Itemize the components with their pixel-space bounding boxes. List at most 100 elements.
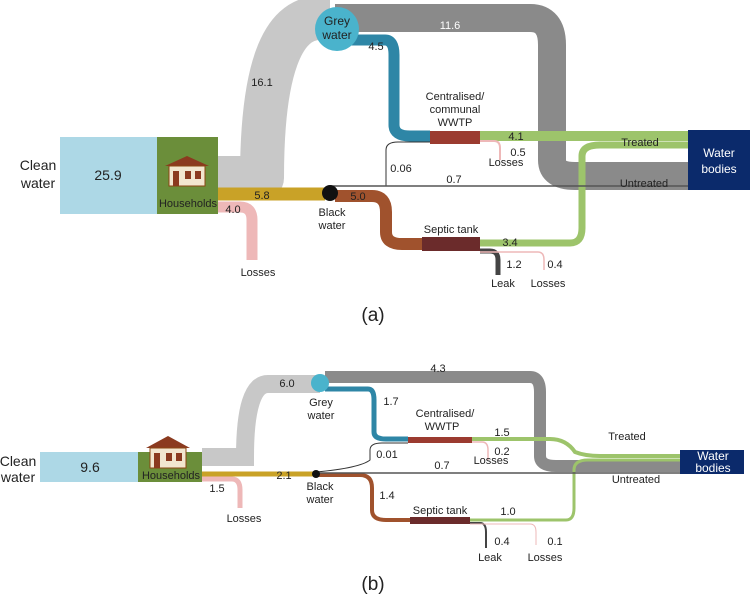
flow-households-losses bbox=[202, 476, 243, 508]
treated-label: Treated bbox=[608, 431, 646, 443]
clean-water-value: 25.9 bbox=[94, 167, 121, 183]
wwtp-label-2: WWTP bbox=[425, 421, 460, 433]
clean-water-node bbox=[40, 452, 138, 482]
flow-black-water-to-septic bbox=[318, 473, 410, 522]
value-wwtp-to-treated: 1.5 bbox=[494, 427, 509, 439]
wwtp-label-2: communal bbox=[430, 104, 481, 116]
panel-a-caption: (a) bbox=[361, 305, 384, 326]
losses-wwtp-label: Losses bbox=[489, 157, 524, 169]
flow-wwtp-losses bbox=[480, 140, 501, 160]
panel-b-caption: (b) bbox=[361, 574, 384, 595]
flow-wwtp-losses bbox=[472, 441, 489, 460]
flow-septic-to-treated bbox=[480, 141, 690, 247]
wwtp-node bbox=[430, 131, 480, 144]
treated-label: Treated bbox=[621, 137, 659, 149]
value-hh-to-black: 2.1 bbox=[276, 470, 291, 482]
value-black-to-septic: 1.4 bbox=[379, 490, 394, 502]
value-black-to-wwtp: 0.01 bbox=[376, 449, 397, 461]
flow-septic-losses bbox=[480, 251, 545, 270]
flow-septic-leak bbox=[470, 522, 487, 548]
value-hh-to-grey: 16.1 bbox=[251, 77, 272, 89]
septic-tank-label: Septic tank bbox=[424, 224, 479, 236]
black-water-label-2: water bbox=[306, 494, 334, 506]
value-grey-untreated: 11.6 bbox=[440, 20, 461, 32]
flow-black-water-to-wwtp bbox=[329, 141, 430, 192]
value-grey-untreated: 4.3 bbox=[430, 363, 445, 375]
flow-black-water-to-wwtp bbox=[315, 442, 408, 473]
black-water-label-1: Black bbox=[307, 481, 334, 493]
flow-septic-losses bbox=[470, 523, 537, 545]
water-bodies-label-1: Water bbox=[703, 146, 735, 160]
value-black-untreated: 0.7 bbox=[434, 460, 449, 472]
households-label: Households bbox=[142, 470, 201, 482]
grey-water-label-2: water bbox=[321, 28, 351, 42]
losses-septic-label: Losses bbox=[528, 552, 563, 564]
wwtp-label-3: WWTP bbox=[438, 117, 473, 129]
value-wwtp-losses: 0.2 bbox=[494, 446, 509, 458]
value-wwtp-losses: 0.5 bbox=[510, 147, 525, 159]
house-icon bbox=[165, 156, 209, 187]
clean-water-label-1: Clean bbox=[20, 157, 57, 173]
water-bodies-node bbox=[680, 450, 744, 474]
grey-water-node bbox=[315, 7, 359, 51]
flow-households-to-grey-water bbox=[218, 0, 342, 200]
value-grey-to-wwtp: 1.7 bbox=[383, 396, 398, 408]
value-hh-losses: 4.0 bbox=[225, 204, 240, 216]
flow-grey-water-to-wwtp bbox=[325, 386, 408, 442]
value-septic-to-treated: 1.0 bbox=[500, 506, 515, 518]
black-water-node bbox=[312, 470, 320, 478]
panel-b: Clean water 9.6 Households Grey water Bl… bbox=[0, 363, 744, 595]
water-bodies-node bbox=[688, 130, 750, 190]
value-black-to-wwtp: 0.06 bbox=[390, 163, 411, 175]
value-septic-leak: 0.4 bbox=[494, 536, 509, 548]
value-hh-to-grey: 6.0 bbox=[279, 378, 294, 390]
households-label: Households bbox=[159, 198, 218, 210]
leak-label: Leak bbox=[478, 552, 502, 564]
value-black-to-septic: 5.0 bbox=[350, 191, 365, 203]
water-bodies-label-2: bodies bbox=[695, 461, 730, 475]
clean-water-label-2: water bbox=[20, 175, 56, 191]
value-septic-to-treated: 3.4 bbox=[502, 237, 517, 249]
grey-water-label-2: water bbox=[307, 410, 335, 422]
grey-water-label-1: Grey bbox=[324, 14, 350, 28]
water-bodies-label-1: Water bbox=[697, 449, 729, 463]
wwtp-label-1: Centralised/ bbox=[426, 91, 486, 103]
leak-label: Leak bbox=[491, 278, 515, 290]
septic-tank-label: Septic tank bbox=[413, 505, 468, 517]
flow-households-losses bbox=[218, 201, 258, 260]
septic-tank-node bbox=[422, 237, 480, 251]
clean-water-value: 9.6 bbox=[80, 459, 100, 475]
black-water-node bbox=[322, 185, 338, 201]
value-grey-to-wwtp: 4.5 bbox=[368, 41, 383, 53]
grey-water-label-1: Grey bbox=[309, 397, 333, 409]
value-hh-to-black: 5.8 bbox=[254, 190, 269, 202]
value-septic-losses: 0.4 bbox=[547, 259, 562, 271]
water-bodies-label-2: bodies bbox=[701, 162, 736, 176]
flow-grey-water-untreated bbox=[335, 4, 690, 190]
septic-tank-node bbox=[410, 517, 470, 524]
flow-wwtp-to-treated bbox=[472, 437, 680, 458]
losses-households-label: Losses bbox=[241, 267, 276, 279]
value-black-untreated: 0.7 bbox=[446, 174, 461, 186]
value-hh-losses: 1.5 bbox=[209, 483, 224, 495]
wwtp-label-1: Centralised/ bbox=[416, 408, 476, 420]
black-water-label-1: Black bbox=[319, 207, 346, 219]
panel-a: Clean water 25.9 Households Grey water B… bbox=[20, 0, 750, 326]
untreated-label: Untreated bbox=[620, 178, 668, 190]
flow-black-water-to-septic bbox=[335, 190, 422, 250]
losses-households-label: Losses bbox=[227, 513, 262, 525]
flow-septic-leak bbox=[480, 248, 501, 275]
losses-wwtp-label: Losses bbox=[474, 455, 509, 467]
wwtp-node bbox=[408, 437, 472, 443]
flow-households-to-grey-water bbox=[202, 375, 320, 466]
flow-septic-to-treated bbox=[470, 458, 680, 522]
clean-water-label-1: Clean bbox=[0, 453, 36, 469]
value-septic-losses: 0.1 bbox=[547, 536, 562, 548]
house-icon bbox=[146, 436, 190, 469]
losses-septic-label: Losses bbox=[531, 278, 566, 290]
clean-water-node bbox=[60, 137, 157, 214]
untreated-label: Untreated bbox=[612, 474, 660, 486]
grey-water-node bbox=[311, 374, 329, 392]
